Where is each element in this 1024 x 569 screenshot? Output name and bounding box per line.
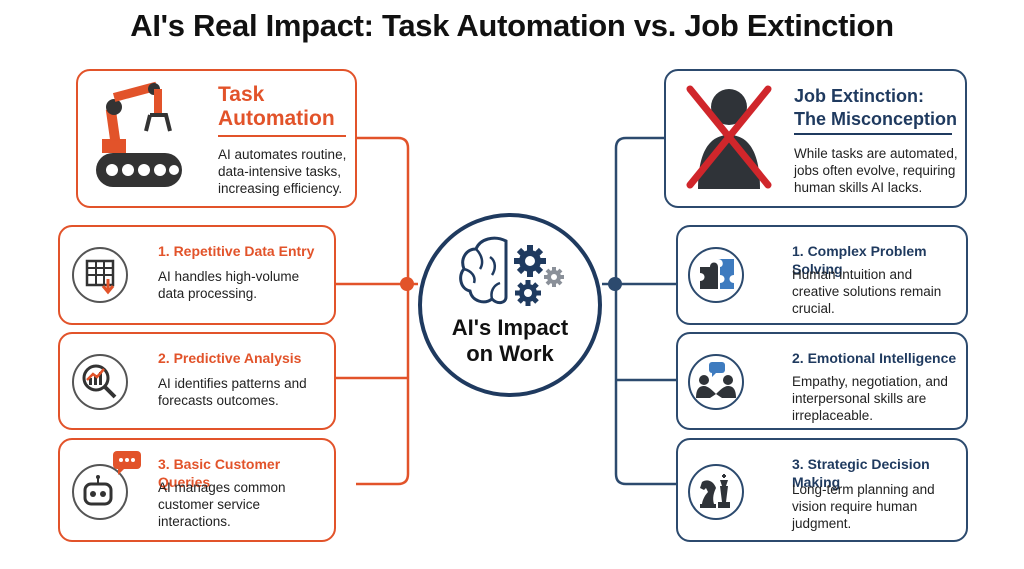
task-automation-desc-line3: increasing efficiency. [218,181,343,196]
item-desc-line3: judgment. [792,516,852,531]
job-extinction-card: Job Extinction: The Misconception While … [664,69,967,208]
task-automation-title-line2: Automation [218,107,335,130]
item-title: 2. Predictive Analysis [158,350,302,366]
item-desc-line2: customer service [158,497,261,512]
magnifier-chart-icon [72,354,128,410]
center-hub: AI's Impact on Work [418,213,602,397]
item-desc-line3: crucial. [792,301,835,316]
item-desc-line1: Human intuition and [792,267,913,282]
item-desc-line2: data processing. [158,286,258,301]
task-automation-title-line1: Task [218,83,265,106]
task-automation-desc-line2: data-intensive tasks, [218,164,342,179]
item-title: 1. Complex Problem Solving [792,243,927,277]
center-label-line2: on Work [466,341,554,366]
item-desc-line3: irreplaceable. [792,408,874,423]
item-desc-line3: interactions. [158,514,231,529]
divider [794,133,952,135]
item-title: 2. Emotional Intelligence [792,350,957,366]
chess-pieces-icon [688,464,744,520]
task-automation-card: Task Automation AI automates routine, da… [76,69,357,208]
job-extinction-desc-line1: While tasks are automated, [794,146,958,161]
right-connector-node [608,277,622,291]
divider [218,135,346,137]
item-predictive-analysis: 2. Predictive Analysis AI identifies pat… [58,332,336,430]
brain-gears-icon [459,236,564,306]
item-repetitive-data-entry: 1. Repetitive Data Entry AI handles high… [58,225,336,325]
page-title: AI's Real Impact: Task Automation vs. Jo… [130,8,894,43]
left-connector-node [400,277,414,291]
item-desc-line1: Empathy, negotiation, and [792,374,948,389]
item-emotional-intelligence: 2. Emotional Intelligence Empathy, negot… [676,332,968,430]
item-desc-line2: creative solutions remain [792,284,942,299]
item-desc-line1: AI manages common [158,480,286,495]
people-handshake-icon [688,354,744,410]
item-title: 1. Repetitive Data Entry [158,243,315,259]
item-strategic-decision-making: 3. Strategic Decision Making Long-term p… [676,438,968,542]
item-desc-line2: interpersonal skills are [792,391,927,406]
job-extinction-desc-line2: jobs often evolve, requiring [794,163,956,178]
item-basic-customer-queries: 3. Basic Customer Queries AI manages com… [58,438,336,542]
item-desc-line1: AI identifies patterns and [158,376,307,391]
job-extinction-title-line1: Job Extinction: [794,86,924,106]
item-complex-problem-solving: 1. Complex Problem Solving Human intuiti… [676,225,968,325]
item-title: 3. Basic Customer Queries [158,456,281,490]
job-extinction-title-line2: The Misconception [794,109,958,129]
item-desc-line2: forecasts outcomes. [158,393,279,408]
item-desc-line1: Long-term planning and [792,482,935,497]
item-desc-line1: AI handles high-volume [158,269,300,284]
job-extinction-desc-line3: human skills AI lacks. [794,180,923,195]
center-label-line1: AI's Impact [451,315,569,340]
item-title: 3. Strategic Decision Making [792,456,930,490]
task-automation-desc-line1: AI automates routine, [218,147,347,162]
chatbot-icon [72,464,128,520]
speech-bubble-icon [113,451,141,475]
item-desc-line2: vision require human [792,499,918,514]
spreadsheet-icon [72,247,128,303]
robot-arm-icon [96,81,182,187]
person-crossed-icon [686,85,772,189]
puzzle-icon [688,247,744,303]
